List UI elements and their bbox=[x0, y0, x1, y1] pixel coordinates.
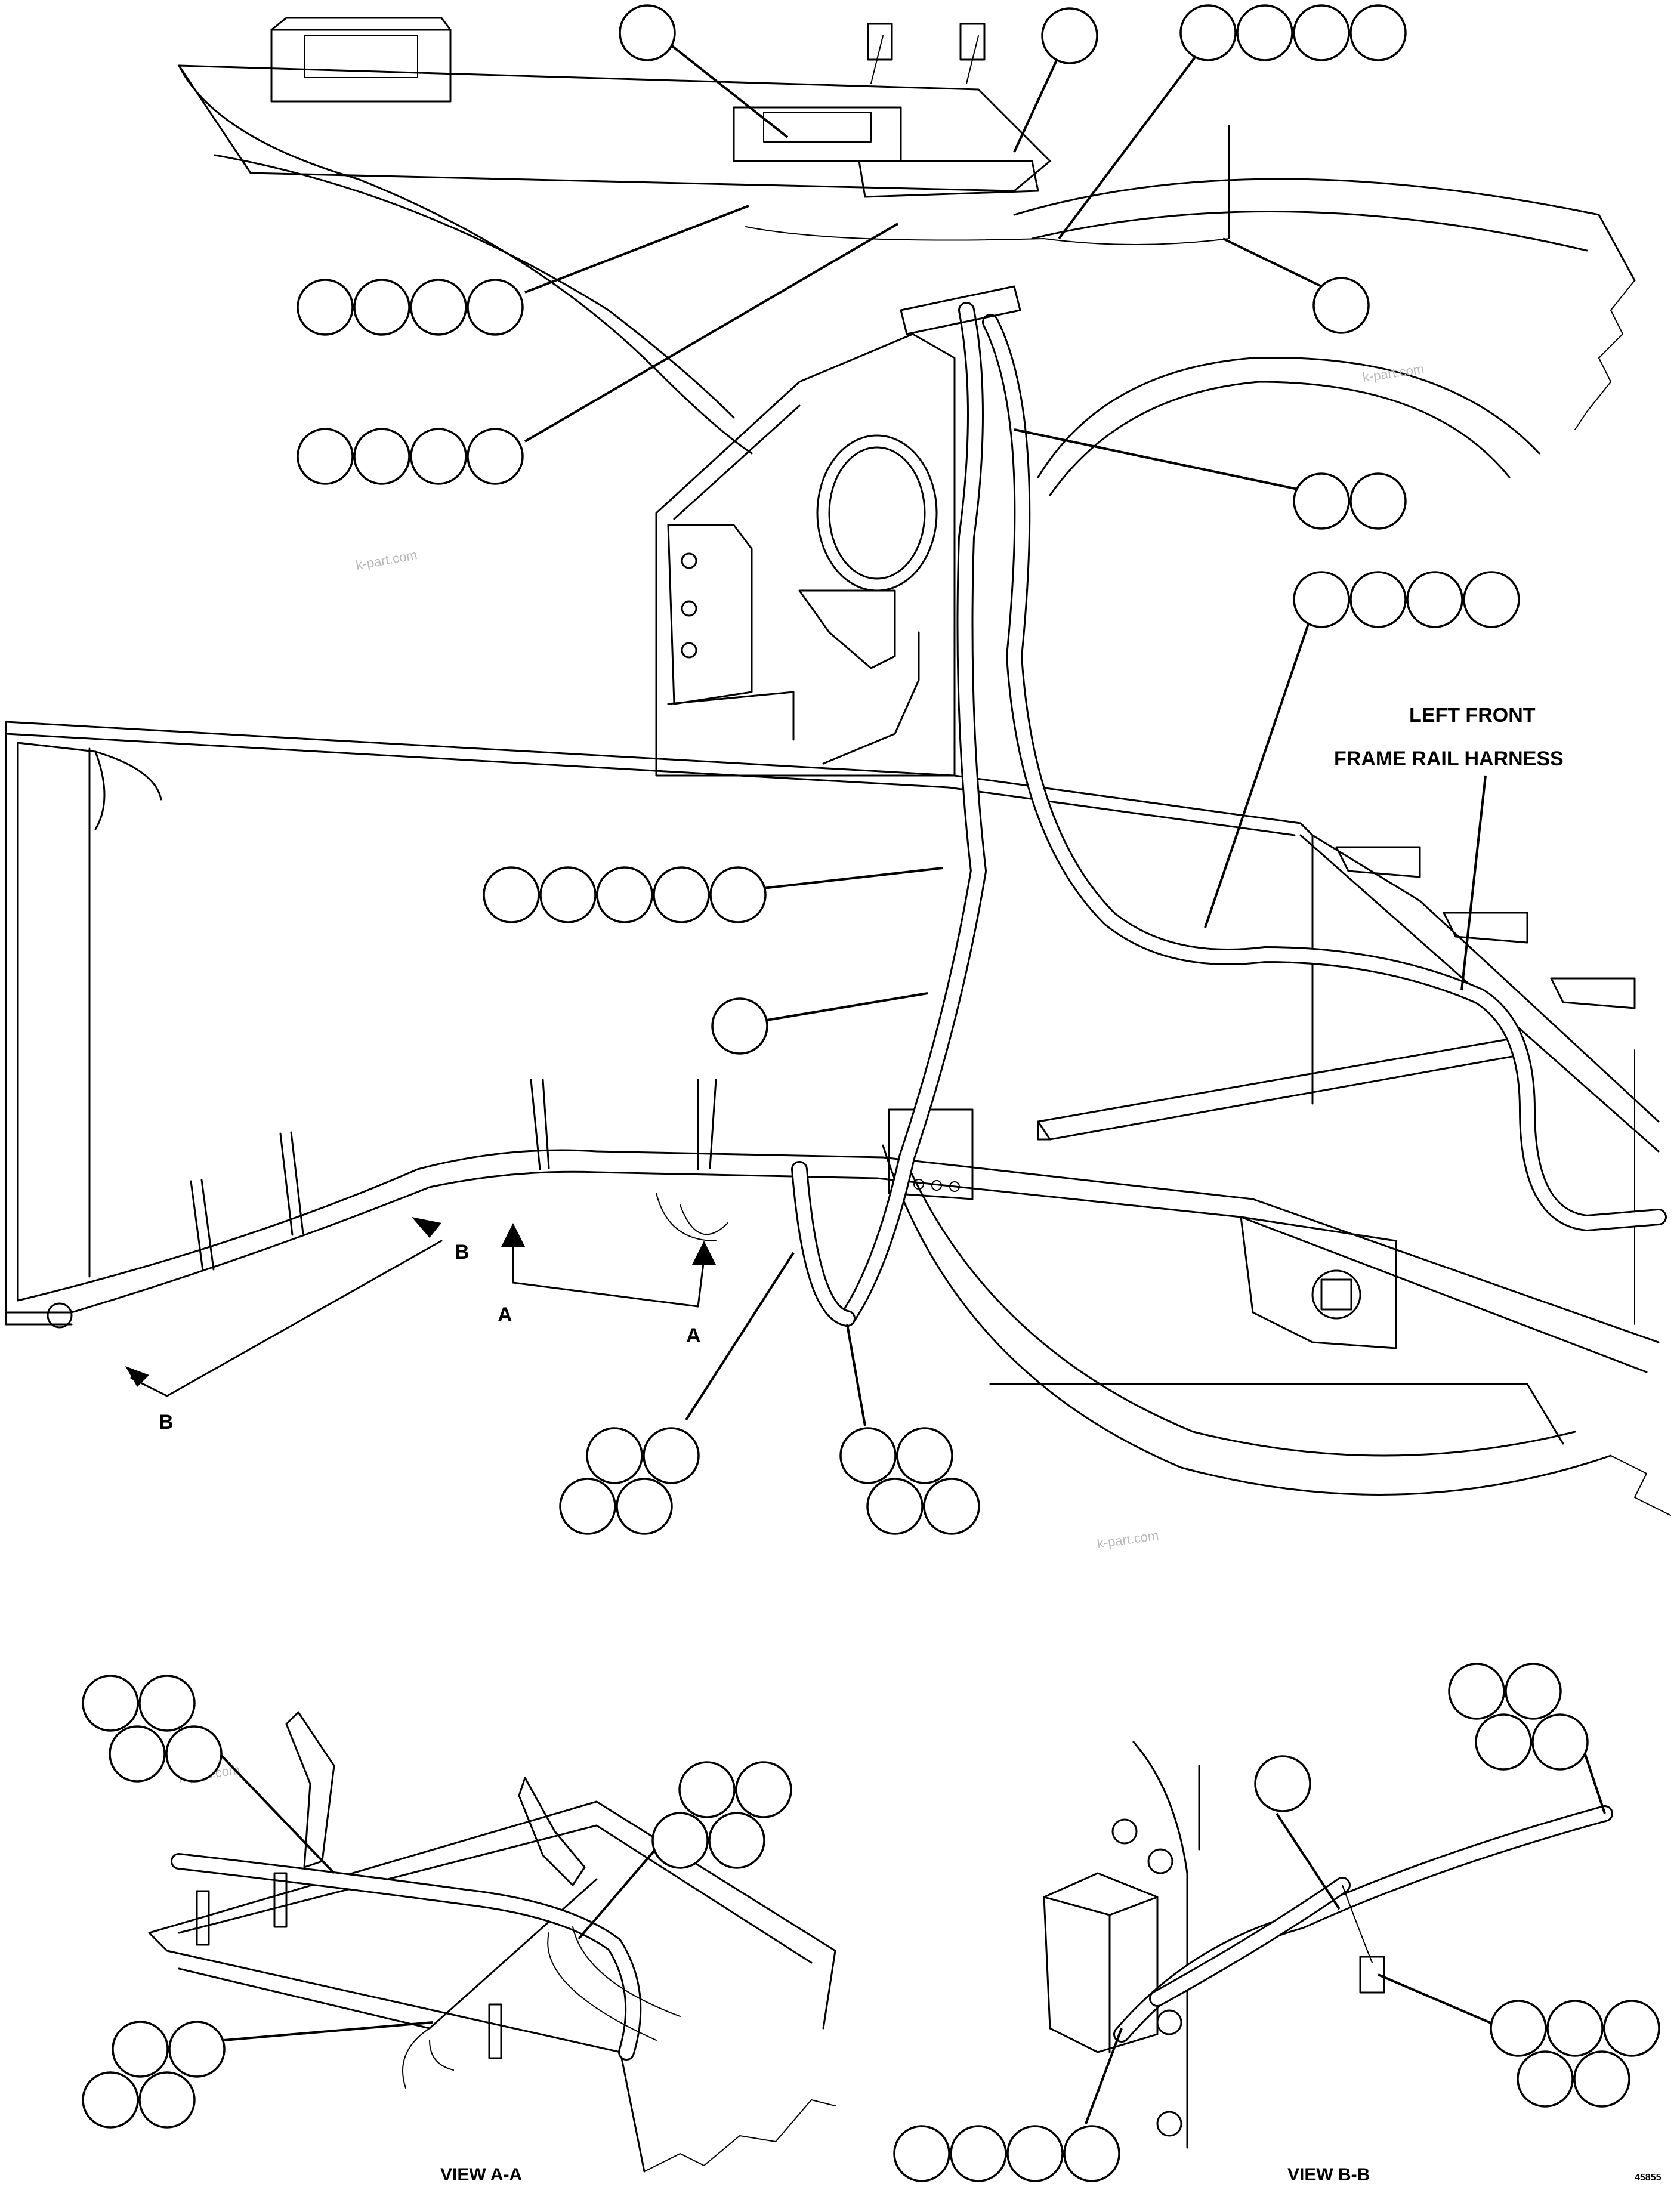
callout-balloon bbox=[1349, 472, 1407, 530]
callout-balloon bbox=[678, 1761, 736, 1818]
main-view: A A B B LEFT FRONT FRAME RAIL HARNESS bbox=[5, 17, 1671, 1516]
callout-balloon bbox=[709, 866, 767, 923]
callout-balloon bbox=[410, 428, 467, 485]
callout-balloon bbox=[1179, 4, 1237, 61]
callout-balloon bbox=[711, 997, 768, 1055]
view-b-b bbox=[1043, 1741, 1613, 2149]
callout-balloon bbox=[1349, 4, 1407, 61]
section-marker-a: A bbox=[498, 1303, 512, 1326]
callout-balloon bbox=[353, 428, 410, 485]
callout-balloon bbox=[109, 1725, 166, 1783]
callout-balloon bbox=[893, 2125, 950, 2182]
callout-balloon bbox=[467, 279, 524, 336]
callout-balloon bbox=[1349, 571, 1407, 628]
callout-balloon bbox=[651, 1812, 709, 1869]
callout-balloon bbox=[1063, 2125, 1120, 2182]
callout-balloon bbox=[1293, 571, 1350, 628]
callout-balloon bbox=[653, 866, 710, 923]
callout-balloon bbox=[138, 1675, 196, 1732]
view-a-a bbox=[148, 1711, 836, 2173]
callout-balloon bbox=[1236, 4, 1293, 61]
callout-balloon bbox=[82, 1675, 139, 1732]
callout-balloon bbox=[165, 1725, 223, 1783]
drawing-number: 45855 bbox=[1635, 2173, 1662, 2183]
callout-balloon bbox=[1006, 2125, 1064, 2182]
callout-balloon bbox=[1254, 1755, 1311, 1812]
callout-balloon bbox=[1312, 277, 1370, 334]
section-arrows bbox=[125, 1217, 716, 1397]
callout-balloon bbox=[353, 279, 410, 336]
callout-balloon bbox=[596, 866, 653, 923]
section-marker-b: B bbox=[159, 1411, 174, 1434]
callout-balloon bbox=[1448, 1663, 1505, 1720]
callout-balloon bbox=[467, 428, 524, 485]
callout-balloon bbox=[1573, 2050, 1630, 2108]
callout-balloon bbox=[82, 2071, 139, 2129]
fender-arcs bbox=[882, 178, 1671, 1516]
cab-tower bbox=[655, 333, 956, 777]
section-marker-a: A bbox=[686, 1324, 701, 1347]
callout-balloon bbox=[586, 1427, 643, 1484]
callout-balloon bbox=[1517, 2050, 1574, 2108]
harness-name-label: LEFT FRONT bbox=[1409, 704, 1536, 727]
callout-balloon bbox=[735, 1761, 792, 1818]
view-a-a-label: VIEW A-A bbox=[440, 2165, 522, 2185]
callout-balloon bbox=[1475, 1713, 1532, 1771]
callout-balloon bbox=[896, 1427, 953, 1484]
callout-balloon bbox=[410, 279, 467, 336]
harness-name-label: FRAME RAIL HARNESS bbox=[1334, 747, 1564, 770]
callout-balloon bbox=[539, 866, 597, 923]
callout-balloon bbox=[1293, 4, 1350, 61]
callout-balloon bbox=[1546, 2000, 1604, 2057]
callout-balloon bbox=[1603, 2000, 1660, 2057]
callout-balloon bbox=[297, 428, 354, 485]
callout-balloon bbox=[950, 2125, 1007, 2182]
section-marker-b: B bbox=[455, 1241, 470, 1264]
callout-balloon bbox=[1505, 1663, 1562, 1720]
callout-balloon bbox=[643, 1427, 700, 1484]
watermark: k-part.com bbox=[355, 547, 419, 573]
front-frame-rail bbox=[5, 721, 1660, 1373]
callout-balloon bbox=[1041, 7, 1098, 64]
callout-balloon bbox=[483, 866, 540, 923]
callout-balloon bbox=[619, 4, 676, 61]
callout-balloon bbox=[1463, 571, 1520, 628]
callout-balloon bbox=[1531, 1713, 1589, 1771]
callout-balloons bbox=[82, 4, 1660, 2182]
callout-balloon bbox=[708, 1812, 765, 1869]
callout-balloon bbox=[1406, 571, 1463, 628]
watermark: k-part.com bbox=[1096, 1528, 1159, 1551]
callout-balloon bbox=[616, 1478, 673, 1535]
view-b-b-label: VIEW B-B bbox=[1287, 2165, 1370, 2185]
watermark: k-part.com bbox=[1361, 362, 1425, 385]
callout-balloon bbox=[112, 2021, 169, 2078]
callout-balloon bbox=[559, 1478, 616, 1535]
cab-mount-plate bbox=[178, 17, 1051, 455]
callout-balloon bbox=[923, 1478, 980, 1535]
callout-balloon bbox=[1293, 472, 1350, 530]
callout-balloon bbox=[839, 1427, 897, 1484]
harness-routing bbox=[656, 23, 1667, 1327]
callout-balloon bbox=[297, 279, 354, 336]
callout-balloon bbox=[168, 2021, 226, 2078]
callout-balloon bbox=[1490, 2000, 1547, 2057]
callout-balloon bbox=[866, 1478, 924, 1535]
callout-balloon bbox=[138, 2071, 196, 2129]
